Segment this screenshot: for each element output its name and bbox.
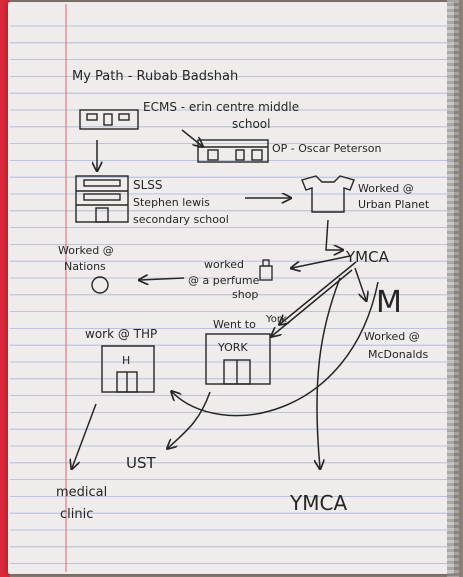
tshirt-icon (301, 175, 355, 213)
medical-clinic-label: medical (56, 485, 107, 500)
ymca-bottom-label: YMCA (289, 491, 347, 515)
york-building-icon (205, 333, 271, 385)
ruled-lines (10, 25, 452, 564)
mcdonalds-label: Worked @ (364, 330, 420, 343)
thp-label: work @ THP (85, 327, 157, 341)
york-label: Went to (213, 318, 256, 331)
ust-label: UST (126, 454, 157, 472)
arrow-urban-to-ymca (325, 219, 342, 250)
perfume-bottle-icon (259, 259, 273, 281)
spiral-binding (447, 0, 459, 577)
arrow-ymca-to-ymca-bottom (317, 277, 341, 468)
slss-label-line2: Stephen lewis (133, 196, 210, 209)
red-binder-edge (0, 0, 10, 577)
thp-building-icon (101, 345, 155, 393)
arrow-ymca-to-york (280, 261, 357, 324)
ecms-label: ECMS - erin centre middle (143, 100, 299, 114)
slss-label-line3: secondary school (133, 213, 229, 226)
mcdonalds-label-line2: McDonalds (368, 348, 428, 361)
nations-label: Worked @ (58, 244, 114, 257)
arrow-ecms-to-op (181, 129, 202, 146)
op-label: OP - Oscar Peterson (272, 142, 382, 155)
arrow-perfume-to-nations (140, 278, 185, 280)
perfume-label-line3: shop (232, 288, 258, 301)
arrow-ymca-to-perfume (292, 255, 351, 268)
ymca-top-label: YMCA (345, 248, 390, 266)
notebook-page (8, 2, 454, 574)
arrow-mcdonalds-to-thp (172, 281, 379, 417)
nations-label-line2: Nations (64, 260, 106, 273)
arrow-ymca-to-mcdonalds (354, 267, 366, 300)
op-building-icon (197, 139, 269, 163)
arrow-york-to-ust (168, 391, 211, 448)
urban-planet-label: Worked @ (358, 182, 414, 195)
perfume-label: worked (204, 258, 244, 271)
connector-arrows (72, 129, 379, 468)
ecms-building-icon (79, 109, 139, 130)
ecms-label-line2: school (232, 117, 270, 131)
arrow-thp-to-clinic (72, 403, 97, 468)
apple-icon (91, 276, 109, 294)
york-label-line2: York (265, 314, 287, 325)
perfume-label-line2: @ a perfume (188, 274, 260, 287)
thp-building-letter: H (122, 354, 130, 367)
mcdonalds-logo-icon: M (376, 285, 402, 320)
york-sign: YORK (217, 341, 248, 354)
urban-planet-label-line2: Urban Planet (358, 198, 430, 211)
slss-label: SLSS (133, 178, 163, 192)
medical-clinic-label-line2: clinic (60, 507, 93, 522)
page-title: My Path - Rubab Badshah (72, 69, 238, 84)
slss-building-icon (75, 175, 129, 223)
